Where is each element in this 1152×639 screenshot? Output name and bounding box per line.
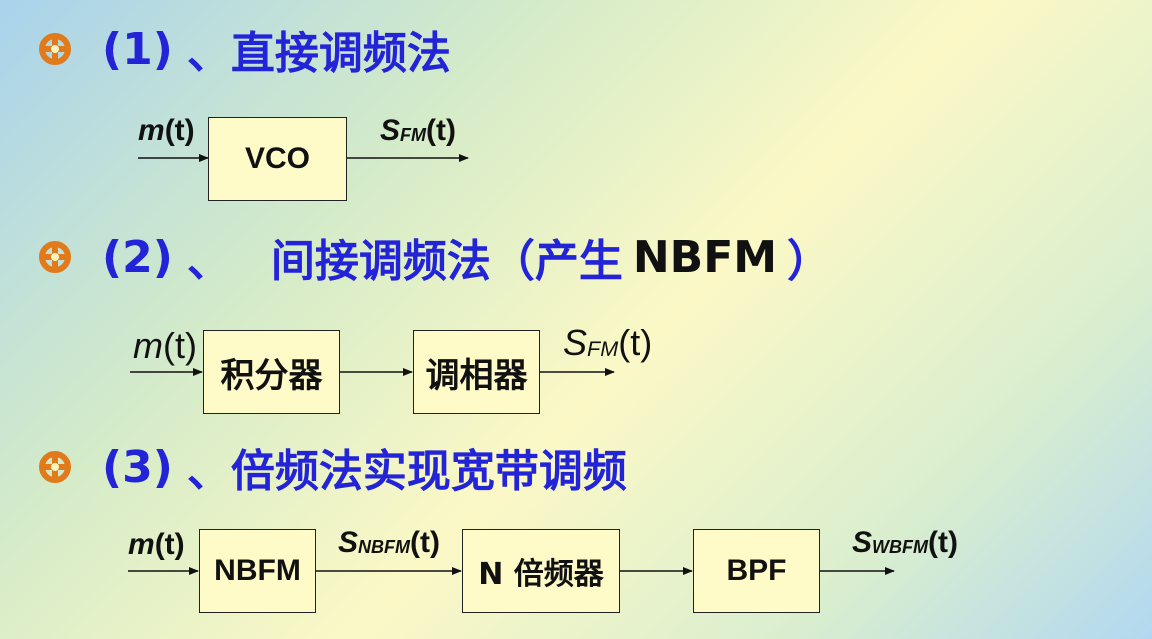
heading-number: (1) bbox=[102, 23, 173, 75]
integrator-block: 积分器 bbox=[203, 330, 340, 414]
heading-number: (2) bbox=[102, 231, 173, 283]
phase-modulator-block: 调相器 bbox=[413, 330, 540, 414]
bullet-icon bbox=[39, 451, 71, 483]
d3-input-label: m(t) bbox=[128, 528, 185, 561]
d1-input-label: m(t) bbox=[138, 114, 195, 147]
d2-input-label: m(t) bbox=[133, 325, 197, 366]
heading-indirect-fm: (2) 、 间接调频法（产生 NBFM ） bbox=[38, 227, 831, 287]
heading-direct-fm: (1) 、 直接调频法 bbox=[38, 19, 451, 79]
d3-mid-label: SNBFM(t) bbox=[338, 526, 440, 559]
d3-output-label: SWBFM(t) bbox=[852, 526, 958, 559]
heading-separator: 、 bbox=[186, 28, 231, 79]
heading-nbfm: NBFM bbox=[632, 231, 778, 283]
heading-close-paren: ） bbox=[787, 236, 832, 287]
vco-block: VCO bbox=[208, 117, 347, 201]
d2-output-label: SFM(t) bbox=[563, 322, 653, 363]
d1-output-label: SFM(t) bbox=[380, 114, 456, 147]
heading-text: 间接调频法（产生 bbox=[270, 236, 623, 287]
n-multiplier-block: N 倍频器 bbox=[462, 529, 620, 613]
bullet-icon bbox=[39, 33, 71, 65]
heading-multiplier-wbfm: (3) 、 倍频法实现宽带调频 bbox=[38, 437, 627, 497]
heading-separator: 、 bbox=[186, 236, 231, 287]
heading-number: (3) bbox=[102, 441, 173, 493]
nbfm-block: NBFM bbox=[199, 529, 316, 613]
bpf-block: BPF bbox=[693, 529, 820, 613]
bullet-icon bbox=[39, 241, 71, 273]
heading-text: 直接调频法 bbox=[230, 28, 451, 79]
heading-text: 倍频法实现宽带调频 bbox=[230, 446, 627, 497]
heading-separator: 、 bbox=[186, 446, 231, 497]
